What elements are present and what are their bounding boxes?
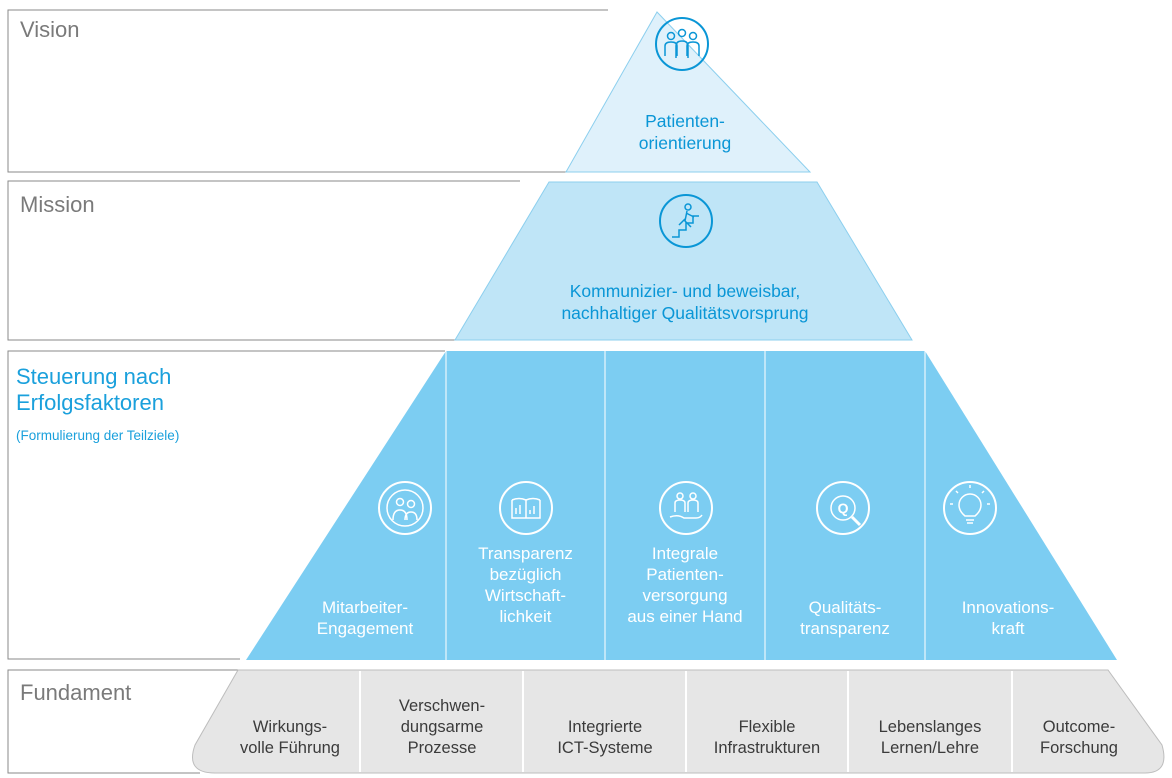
factor-text: Innovations- kraft [961,598,1055,638]
level-label-fundament: Fundament [20,680,132,705]
mission-level-outline [7,180,520,341]
steuerung-level-outline [7,350,445,660]
vision-level-outline [7,9,608,173]
mission-trapezoid [454,181,913,341]
level-label-steuerung: Steuerung nach Erfolgsfaktoren [16,364,172,415]
foundation-text: Verschwen- dungsarme Prozesse [398,697,486,757]
people-group-icon [655,17,709,71]
foundation-text: Integrierte ICT-Systeme [557,718,653,757]
foundation-text: Flexible Infrastrukturen [713,718,821,757]
apex-text: Patienten- orientierung [638,111,732,153]
foundation-text: Outcome- Forschung [1040,718,1118,757]
factor-text: Integrale Patienten- versorgung aus eine… [627,544,743,626]
factor-text: Transparenz bezüglich Wirtschaft- lichke… [478,544,573,626]
factor-text: Qualitäts- transparenz [800,598,890,638]
foundation-text: Wirkungs- volle Führung [240,718,340,757]
foundation-text: Lebenslanges Lernen/Lehre [878,718,982,757]
magnifier-q-icon: Q [816,481,870,535]
fundament-level-outline [7,669,238,774]
mission-text: Kommunizier- und beweisbar, nachhaltiger… [561,281,809,323]
book-chart-icon [499,481,553,535]
team-cycle-icon [378,481,432,535]
lightbulb-icon [943,481,997,535]
apex-triangle [565,11,812,173]
climbing-stairs-icon [659,194,713,248]
foundation-base [192,669,1165,774]
svg-text:Q: Q [838,500,849,516]
factor-band [246,351,1117,660]
level-label-mission: Mission [20,192,95,217]
factor-text: Mitarbeiter- Engagement [316,598,414,638]
level-sublabel-steuerung: (Formulierung der Teilziele) [16,428,180,443]
hand-care-icon [659,481,713,535]
level-label-vision: Vision [20,17,80,42]
